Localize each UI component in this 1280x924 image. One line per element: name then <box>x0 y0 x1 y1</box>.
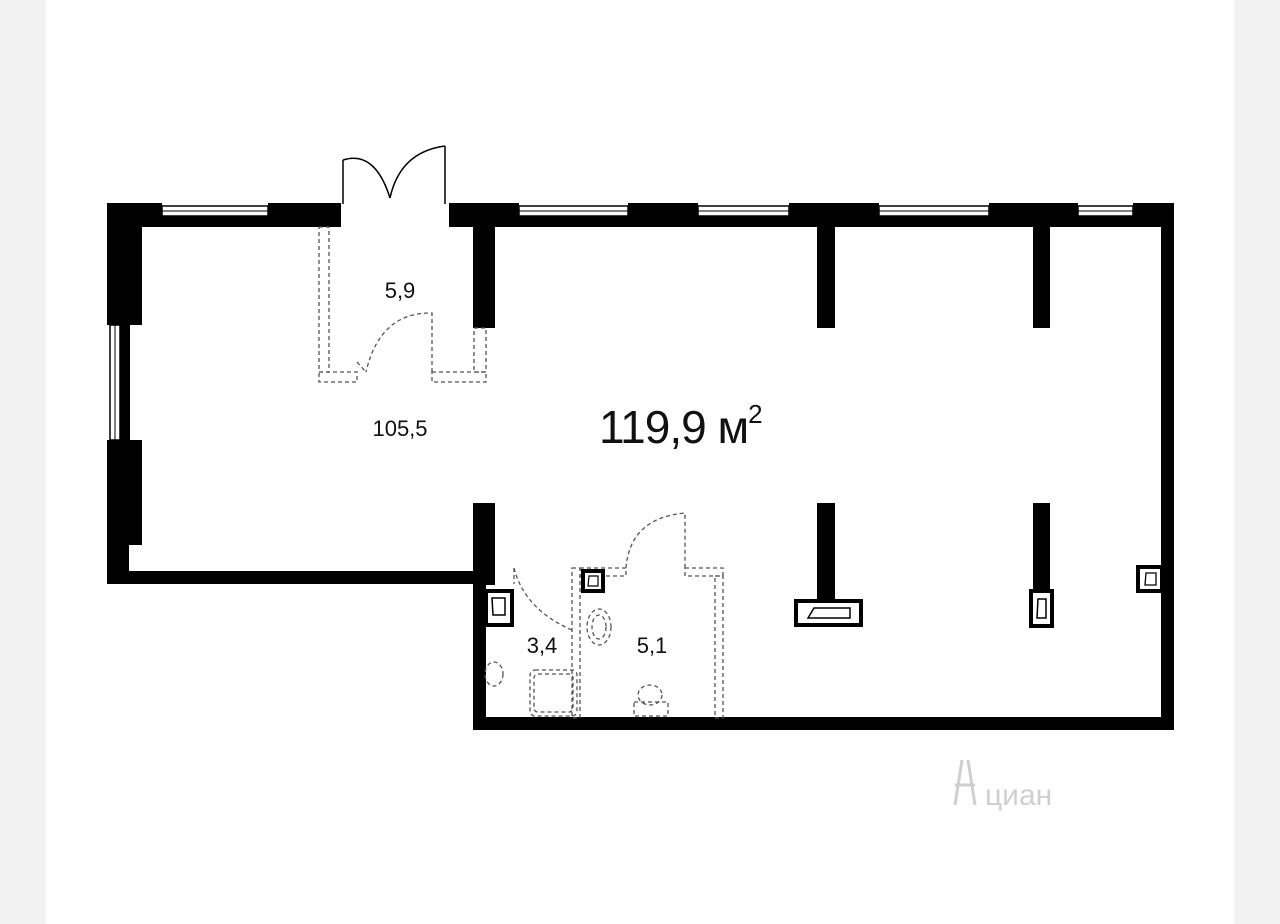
fixtures <box>484 565 1164 717</box>
total-area: 119,9 м2 <box>599 399 762 453</box>
window <box>517 205 630 227</box>
shaft-icon <box>1136 565 1164 593</box>
walls <box>107 203 1174 730</box>
interior-pier <box>817 203 835 328</box>
left-wall-segment <box>107 440 129 584</box>
interior-pier <box>473 503 495 585</box>
toilet-icon <box>591 614 607 640</box>
bottom-wall-segment <box>473 717 1174 730</box>
room-area-main-hall: 105,5 <box>372 416 427 441</box>
cian-watermark: циан <box>953 759 1052 812</box>
room-area-vestibule: 5,9 <box>385 278 416 303</box>
sink-icon <box>637 684 663 706</box>
interior-pier <box>1033 503 1050 591</box>
shaft-icon <box>484 589 514 627</box>
window <box>696 205 791 227</box>
total-area-superscript: 2 <box>748 399 762 429</box>
top-wall-segment <box>628 203 698 227</box>
watermark-text: циан <box>985 779 1052 812</box>
page-sheet <box>46 0 1234 924</box>
entrance-door <box>342 145 446 204</box>
shaft-icon <box>794 599 863 627</box>
shaft-icon <box>581 569 605 593</box>
lower-wing-partitions <box>513 512 724 719</box>
sink-icon <box>484 661 504 687</box>
shower-tray-icon <box>533 673 574 713</box>
vestibule-partitions <box>318 226 487 383</box>
sink-cabinet-icon <box>633 701 669 717</box>
shaft-icon <box>1029 589 1054 628</box>
top-wall-segment <box>268 203 341 227</box>
window <box>877 205 991 227</box>
interior-pier <box>817 503 835 603</box>
wing-left-wall <box>473 571 486 730</box>
total-area-value: 119,9 м <box>599 401 748 453</box>
shower-tray-icon <box>529 669 578 717</box>
interior-pier <box>473 203 495 328</box>
window <box>160 205 270 227</box>
toilet-icon <box>586 608 612 646</box>
interior-pier <box>1033 203 1050 328</box>
windows <box>109 205 1135 442</box>
room-area-utility: 5,1 <box>637 633 668 658</box>
right-wall <box>1161 203 1174 729</box>
left-wall-segment <box>107 203 142 325</box>
cian-logo-icon <box>953 759 977 806</box>
bottom-wall-segment <box>107 571 493 584</box>
window <box>1076 205 1135 227</box>
window <box>109 323 130 442</box>
room-area-bathroom: 3,4 <box>527 633 558 658</box>
